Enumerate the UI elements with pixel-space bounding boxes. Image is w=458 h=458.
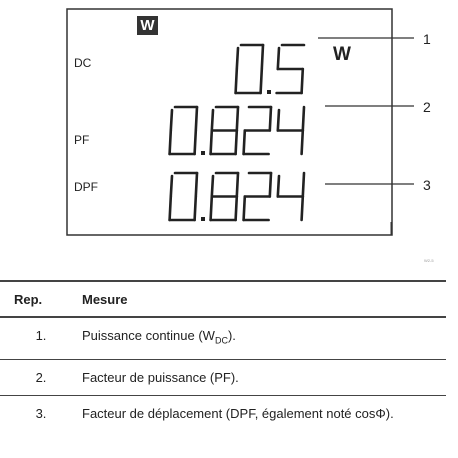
digit-4-row-2 (276, 105, 306, 156)
segment-c (193, 129, 198, 156)
segment-f (169, 174, 174, 198)
segment-b (235, 105, 240, 132)
digit-8-row-2 (209, 105, 240, 156)
segment-e (234, 67, 239, 95)
segment-b (301, 171, 306, 198)
row-rep: 3. (35, 405, 47, 421)
segment-c (300, 129, 305, 156)
segment-e (209, 195, 214, 222)
label-pf: PF (74, 133, 90, 147)
row-measure: Puissance continue (WDC). (82, 317, 446, 360)
header-measure: Mesure (82, 280, 446, 318)
seven-segment-digits (168, 43, 306, 222)
segment-f (210, 174, 215, 198)
table-header-row: Rep. Mesure (0, 280, 446, 318)
row-measure-subscript: DC (214, 335, 228, 346)
segment-e (168, 129, 173, 156)
lcd-display-drawing (66, 8, 414, 236)
digit-8-row-3 (209, 171, 240, 222)
segment-f (235, 46, 240, 71)
row-measure-text-after: ). (227, 328, 236, 343)
segment-f (210, 108, 215, 132)
segment-c (300, 67, 305, 95)
segment-b (301, 105, 306, 132)
segment-c (300, 195, 305, 222)
segment-b (235, 171, 240, 198)
segment-b (268, 171, 273, 198)
decimal-point-row-3 (201, 217, 205, 221)
label-dc: DC (74, 56, 92, 70)
segment-c (259, 67, 264, 95)
row-measure-text: Puissance continue (W (82, 328, 215, 343)
decimal-point-row-2 (201, 151, 205, 155)
row-measure: Facteur de déplacement (DPF, également n… (82, 405, 394, 421)
digit-2-row-2 (242, 105, 273, 156)
callout-3: 3 (423, 177, 431, 193)
digit-0-row-2 (168, 105, 199, 156)
row-rep: 1. (0, 317, 82, 360)
unit-watt: W (333, 44, 351, 65)
digit-5-row-1 (275, 43, 306, 95)
header-rep: Rep. (0, 280, 82, 318)
mode-badge: W (137, 16, 158, 35)
segment-c (193, 195, 198, 222)
callout-1: 1 (423, 31, 431, 47)
digit-0-row-1 (234, 43, 265, 95)
segment-b (194, 105, 199, 132)
segment-c (234, 195, 239, 222)
segment-f (276, 174, 281, 198)
segment-f (169, 108, 174, 132)
digit-2-row-3 (242, 171, 273, 222)
row-rep: 2. (0, 359, 82, 396)
legend-table: Rep. Mesure 1. Puissance continue (WDC).… (0, 280, 446, 431)
table-row: 3. Facteur de déplacement (DPF, égalemen… (0, 395, 446, 431)
segment-f (276, 108, 281, 132)
segment-e (209, 129, 214, 156)
segment-b (268, 105, 273, 132)
callout-2: 2 (423, 99, 431, 115)
segment-e (242, 195, 247, 222)
lcd-frame (66, 8, 393, 236)
segment-b (194, 171, 199, 198)
row-measure: Facteur de puissance (PF). (82, 359, 446, 396)
figure-reference: W2-5 (424, 258, 434, 263)
decimal-point-row-1 (267, 90, 271, 94)
table-row: 2. Facteur de puissance (PF). (0, 359, 446, 396)
segment-b (260, 43, 265, 71)
digit-4-row-3 (276, 171, 306, 222)
segment-e (168, 195, 173, 222)
table-row: 1. Puissance continue (WDC). (0, 317, 446, 360)
segment-c (234, 129, 239, 156)
label-dpf: DPF (74, 180, 98, 194)
lcd-display-figure: W DC PF DPF W 1 2 3 W2-5 (66, 8, 434, 263)
digit-0-row-3 (168, 171, 199, 222)
segment-e (242, 129, 247, 156)
segment-f (276, 46, 281, 71)
